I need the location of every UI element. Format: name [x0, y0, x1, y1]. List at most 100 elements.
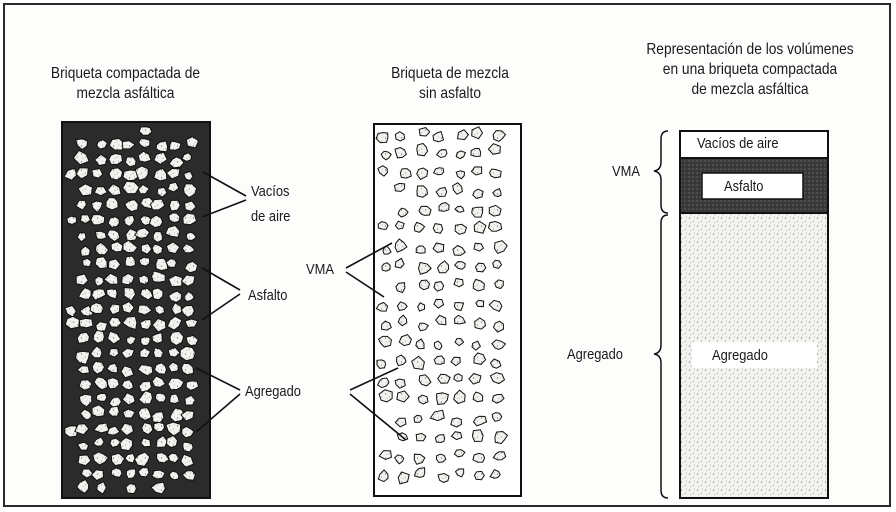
aggregate-stone — [95, 392, 108, 402]
aggregate-stone — [416, 185, 429, 198]
aggregate-stone — [489, 469, 501, 479]
aggregate-stone — [165, 258, 177, 268]
aggregate-stone — [397, 207, 409, 218]
aggregate-stone — [432, 242, 445, 253]
aggregate-stone — [122, 239, 139, 254]
aggregate-stone — [155, 140, 169, 153]
panel-1-title-line-2: mezcla asfáltica — [76, 85, 175, 102]
aggregate-stone — [472, 188, 484, 200]
aggregate-stone — [453, 389, 466, 405]
aggregate-stone — [79, 214, 92, 224]
aggregate-stone — [125, 227, 139, 242]
aggregate-stone — [106, 229, 121, 243]
aggregate-stone — [89, 302, 104, 315]
aggregate-stone — [167, 377, 185, 391]
layer-agregado-label-box — [692, 342, 817, 368]
aggregate-stone — [450, 417, 462, 428]
layer-asfalto-label: Asfalto — [724, 178, 764, 195]
aggregate-stone — [183, 260, 199, 274]
aggregate-stone — [378, 450, 392, 461]
aggregate-stone — [92, 436, 105, 447]
aggregate-stone — [103, 272, 119, 285]
aggregate-stone — [182, 183, 198, 199]
aggregate-stone — [169, 330, 185, 346]
leader-vma-2 — [345, 271, 385, 298]
aggregate-stone — [120, 379, 134, 391]
aggregate-stone — [415, 432, 427, 442]
briquette-compacted — [61, 121, 211, 499]
aggregate-stone — [432, 223, 444, 234]
aggregate-stone — [151, 469, 166, 480]
aggregate-stone — [141, 422, 154, 436]
aggregate-stone — [471, 126, 484, 140]
panel-1-title-line-1: Briqueta compactada de — [50, 65, 201, 82]
aggregate-stone — [72, 149, 90, 166]
leader-vma-1 — [345, 242, 393, 269]
layer-vacios — [679, 130, 829, 159]
aggregate-stone — [139, 336, 151, 346]
aggregate-stone — [123, 214, 136, 228]
aggregate-stone — [151, 317, 167, 333]
aggregate-stone — [398, 334, 412, 347]
aggregate-stone — [137, 304, 153, 316]
aggregate-stone — [168, 199, 181, 212]
aggregate-stone — [435, 186, 448, 198]
aggregate-stone — [455, 150, 467, 160]
aggregate-stone — [416, 142, 429, 157]
aggregate-stone — [418, 279, 431, 291]
leader-agregado-p2-2 — [349, 393, 407, 441]
aggregate-stone — [108, 152, 124, 166]
aggregate-stone — [66, 215, 78, 226]
aggregate-stone — [94, 153, 108, 167]
aggregate-stone — [429, 409, 445, 422]
aggregate-stone — [453, 373, 463, 382]
aggregate-stone — [106, 377, 120, 390]
aggregate-stone — [107, 216, 120, 229]
aggregate-stone — [140, 437, 152, 448]
aggregate-stone — [106, 288, 118, 300]
aggregate-stone — [167, 290, 183, 303]
aggregate-stone — [397, 471, 410, 485]
panel-2-title-line-2: sin asfalto — [419, 85, 481, 102]
aggregate-stone — [471, 206, 484, 218]
aggregate-stone — [413, 453, 426, 465]
aggregate-stone — [492, 259, 503, 269]
aggregate-stone — [433, 298, 445, 309]
aggregate-stone — [89, 345, 103, 359]
aggregate-stone — [394, 378, 406, 389]
aggregate-stone — [121, 140, 136, 150]
aggregate-stone — [474, 317, 487, 330]
aggregate-stone — [74, 423, 90, 436]
aggregate-stone — [438, 201, 450, 212]
aggregate-stone — [183, 290, 196, 303]
aggregate-stone — [432, 167, 445, 176]
aggregate-stone — [394, 417, 407, 428]
aggregate-stone — [185, 136, 200, 149]
aggregate-stone — [471, 429, 484, 443]
aggregate-stone — [74, 350, 91, 365]
brace-agregado-label: Agregado — [567, 346, 623, 363]
aggregate-stone — [492, 130, 507, 142]
panel-3-title-line-1: Representación de los volúmenes — [646, 41, 854, 58]
aggregate-stone — [413, 221, 426, 233]
aggregate-stone — [151, 287, 164, 301]
aggregate-stone — [432, 130, 445, 143]
aggregate-stone — [121, 300, 135, 314]
aggregate-stone — [96, 139, 108, 150]
aggregate-stone — [75, 273, 89, 286]
aggregate-stone — [120, 347, 135, 360]
layer-agregado-label: Agregado — [712, 347, 768, 364]
aggregate-stone — [107, 330, 122, 345]
aggregate-stone — [453, 277, 464, 288]
aggregate-stone — [472, 391, 484, 403]
aggregate-stone — [78, 379, 93, 391]
aggregate-stone — [153, 151, 168, 166]
volume-column — [679, 130, 829, 499]
aggregate-stone — [435, 149, 448, 159]
panel-3-title-line-3: de mezcla asfáltica — [691, 81, 809, 98]
aggregate-stone — [394, 131, 406, 142]
aggregate-stone — [78, 317, 94, 329]
aggregate-stone — [492, 188, 502, 198]
aggregate-stone — [492, 320, 505, 333]
aggregate-stone — [450, 356, 461, 367]
